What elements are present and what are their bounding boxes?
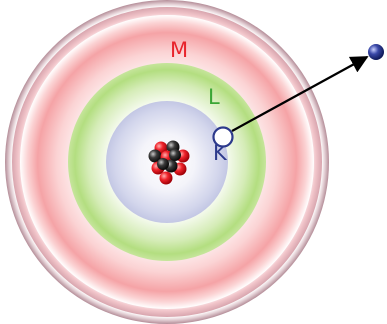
ejected-electron-icon: [368, 44, 384, 60]
neutron: [157, 158, 169, 170]
shell-label-l: L: [208, 85, 220, 109]
proton: [160, 172, 173, 185]
shell-label-m: M: [170, 38, 188, 62]
vacancy-circle-icon: [214, 128, 233, 147]
neutron: [169, 149, 181, 161]
